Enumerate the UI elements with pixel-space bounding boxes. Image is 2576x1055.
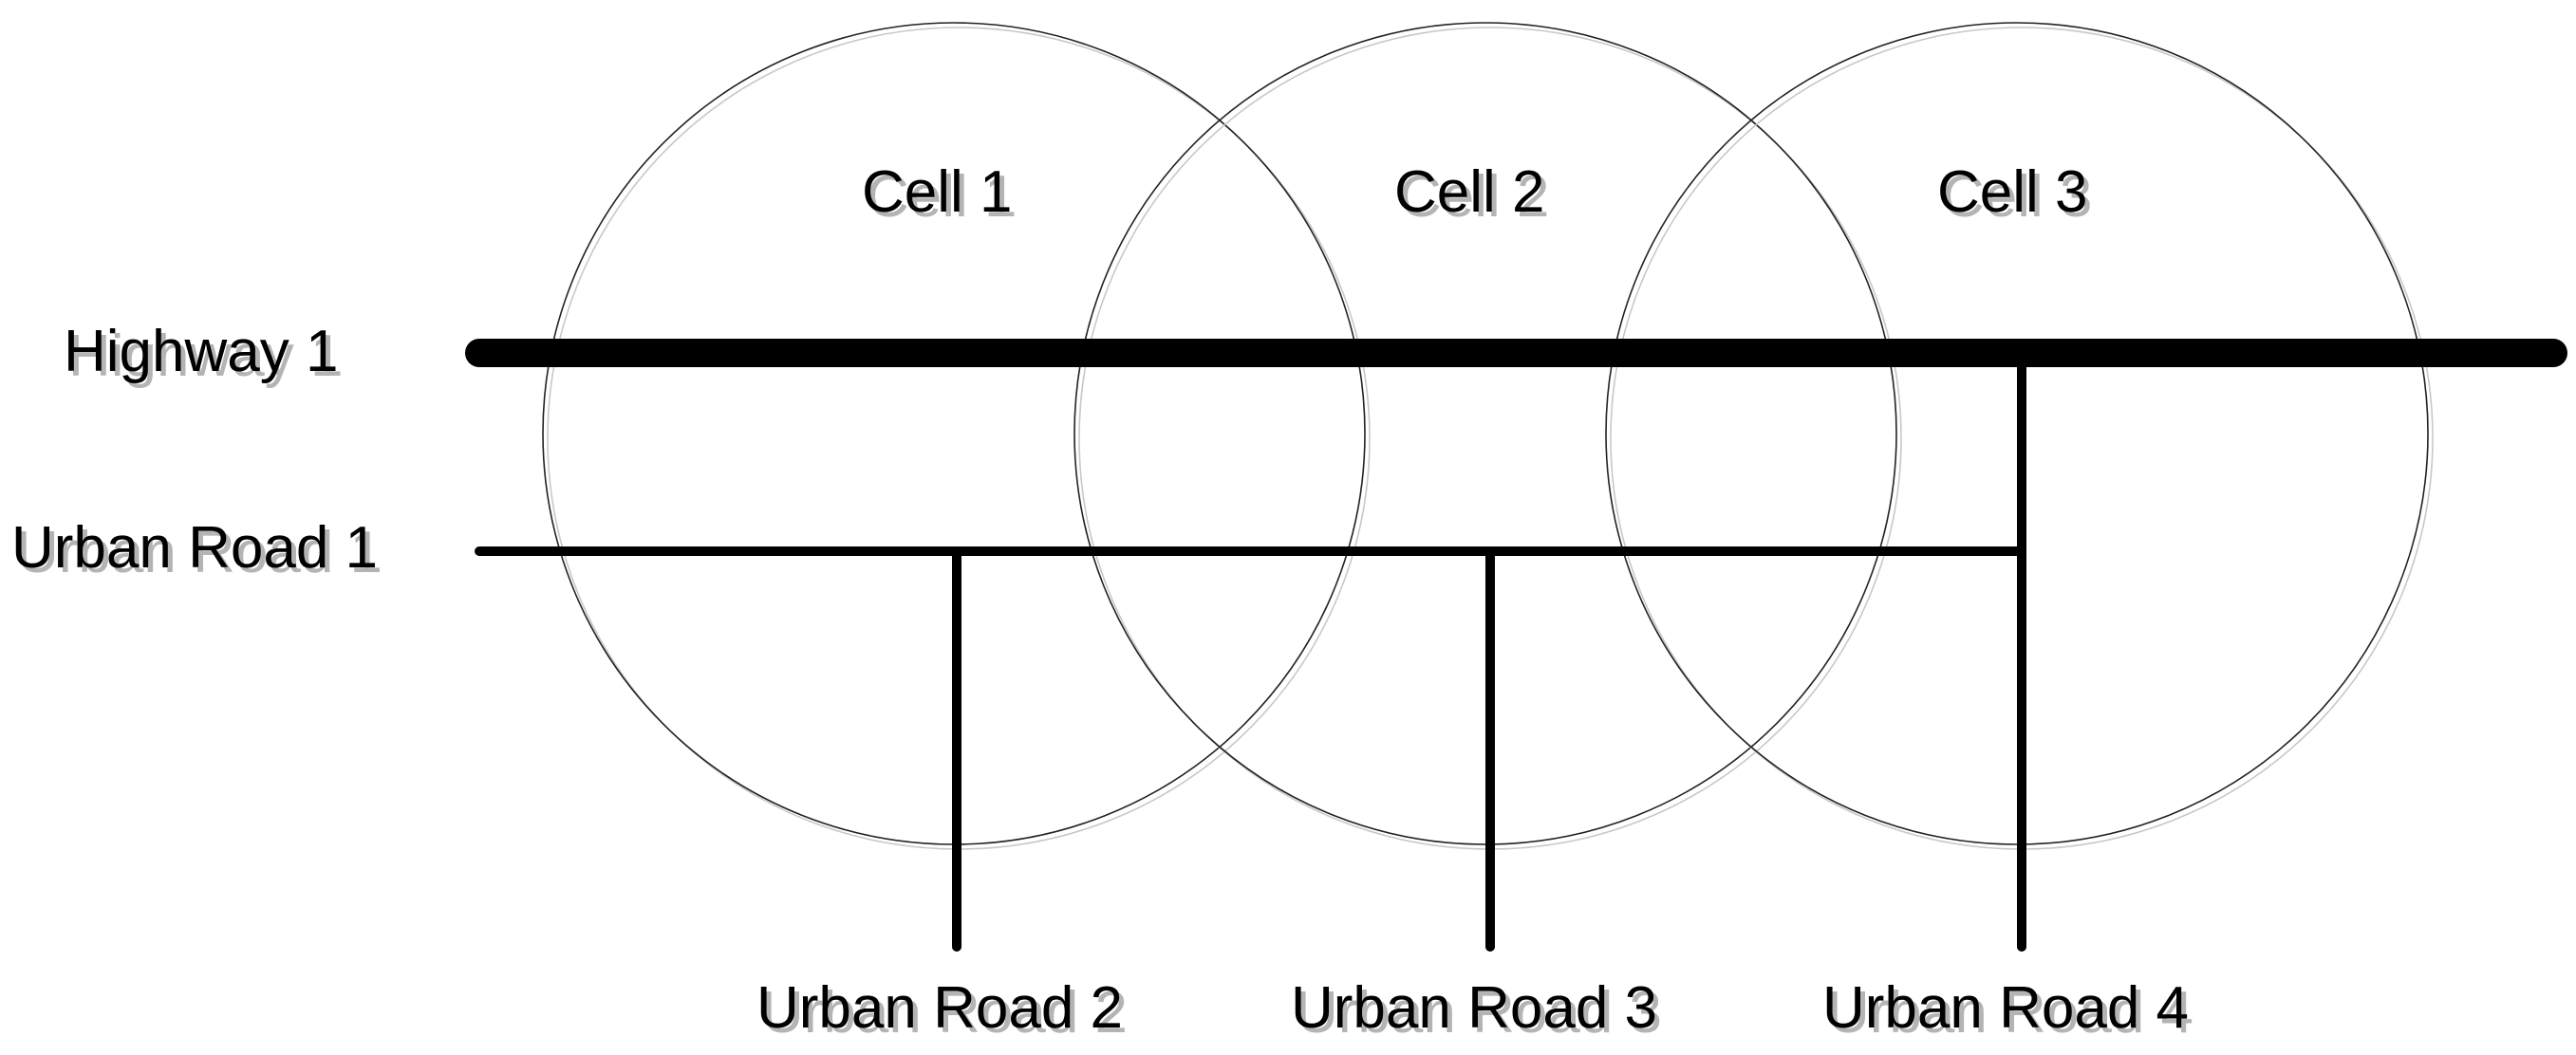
cell-2-label-shadow: Cell 2 — [1399, 164, 1550, 230]
cell-2-label: Cell 2 — [1394, 159, 1545, 225]
roads — [465, 339, 2567, 952]
urban-road-4-label: Urban Road 4 — [1822, 975, 2189, 1041]
cell-3-label: Cell 3 — [1937, 159, 2088, 225]
highway-1-label-shadow: Highway 1 — [68, 324, 343, 389]
cell-1-label: Cell 1 — [862, 159, 1013, 225]
urban-road-3-label-shadow: Urban Road 3 — [1296, 980, 1662, 1046]
urban-road-1-label: Urban Road 1 — [11, 515, 378, 581]
road-labels: Highway 1 Highway 1 Urban Road 1 Urban R… — [11, 319, 2193, 1046]
urban-road-4-label-shadow: Urban Road 4 — [1827, 980, 2193, 1046]
cell-3-label-shadow: Cell 3 — [1942, 164, 2093, 230]
urban-road-3-label: Urban Road 3 — [1291, 975, 1657, 1041]
urban-road-1-label-shadow: Urban Road 1 — [16, 520, 383, 585]
highway-1-label: Highway 1 — [64, 319, 338, 384]
urban-road-2-label: Urban Road 2 — [756, 975, 1123, 1041]
cell-labels: Cell 1 Cell 1 Cell 2 Cell 2 Cell 3 Cell … — [862, 159, 2093, 230]
urban-road-2-label-shadow: Urban Road 2 — [761, 980, 1128, 1046]
cell-1-label-shadow: Cell 1 — [867, 164, 1017, 230]
